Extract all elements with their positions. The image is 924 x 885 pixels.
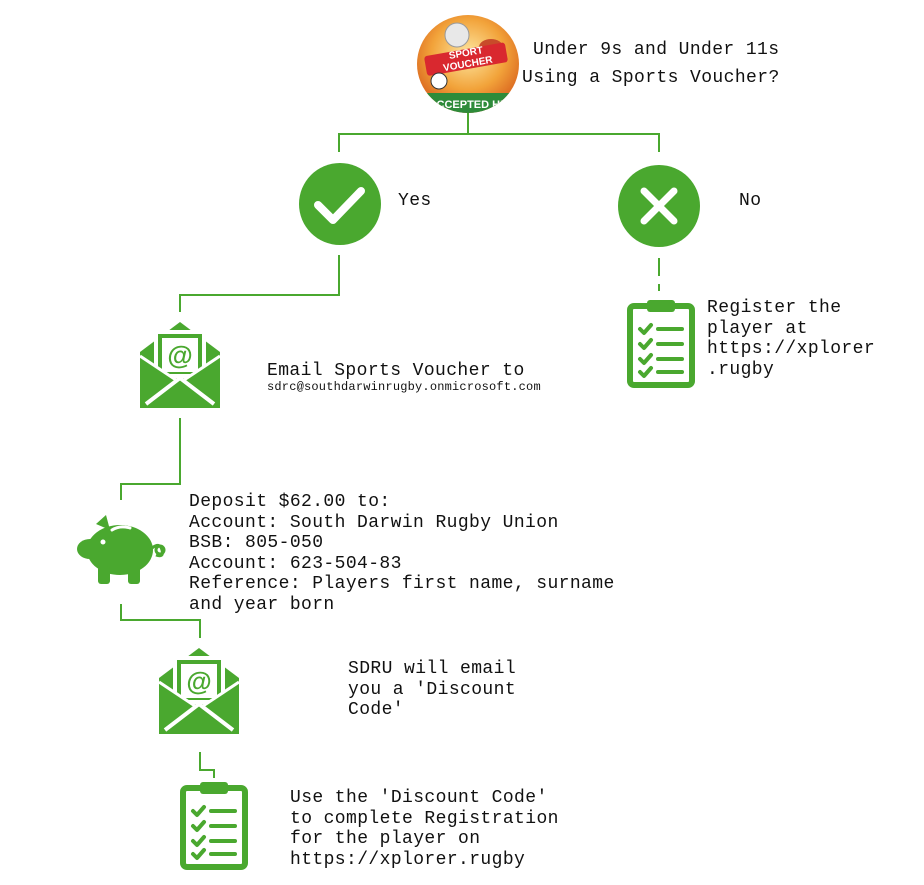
register-text-line-2: player at — [707, 318, 808, 339]
deposit-line-5: Reference: Players first name, surname — [189, 574, 615, 594]
complete-line-1: Use the 'Discount Code' — [290, 788, 548, 808]
connector-yes-to-email — [179, 255, 340, 312]
svg-text:@: @ — [186, 666, 211, 696]
deposit-line-6: and year born — [189, 594, 335, 615]
check-icon — [298, 162, 382, 246]
complete-line-2: to complete Registration — [290, 808, 559, 829]
complete-line-3: for the player on — [290, 829, 481, 849]
discount-line-2: you a 'Discount — [348, 679, 517, 700]
discount-line-1: SDRU will email — [348, 659, 517, 679]
logo-text-accepted: ACCEPTED HE — [429, 99, 508, 111]
register-text-line-1: Register the — [707, 298, 842, 318]
clipboard-checklist-icon — [627, 298, 695, 388]
piggy-bank-icon — [76, 512, 172, 588]
complete-line-4: https://xplorer.rugby — [290, 849, 526, 870]
email-at-envelope-icon: @ — [136, 316, 224, 412]
clipboard-checklist-icon — [180, 780, 248, 870]
connector-logo-to-no — [468, 133, 660, 152]
email-step-title: Email Sports Voucher to — [267, 361, 525, 381]
cross-icon — [617, 164, 701, 248]
sport-voucher-logo: SPORT VOUCHER ACCEPTED HE — [417, 15, 519, 113]
register-text-line-4: .rugby — [707, 359, 775, 380]
question-line-2: Using a Sports Voucher? — [522, 68, 780, 88]
connector-logo-to-branches — [338, 112, 469, 152]
email-step-address: sdrc@southdarwinrugby.onmicrosoft.com — [267, 380, 541, 394]
register-text-line-3: https://xplorer — [707, 339, 876, 359]
deposit-line-3: BSB: 805-050 — [189, 533, 324, 553]
discount-line-3: Code' — [348, 700, 405, 720]
email-at-envelope-icon: @ — [155, 642, 243, 738]
question-line-1: Under 9s and Under 11s — [533, 40, 780, 60]
deposit-line-2: Account: South Darwin Rugby Union — [189, 512, 559, 533]
no-label: No — [739, 191, 762, 211]
svg-text:@: @ — [167, 340, 192, 370]
connector-discount-to-complete — [199, 752, 215, 778]
deposit-line-1: Deposit $62.00 to: — [189, 492, 391, 512]
connector-email-to-deposit — [120, 418, 181, 500]
yes-label: Yes — [398, 191, 432, 211]
deposit-line-4: Account: 623-504-83 — [189, 553, 402, 574]
connector-deposit-to-discount — [120, 604, 201, 638]
